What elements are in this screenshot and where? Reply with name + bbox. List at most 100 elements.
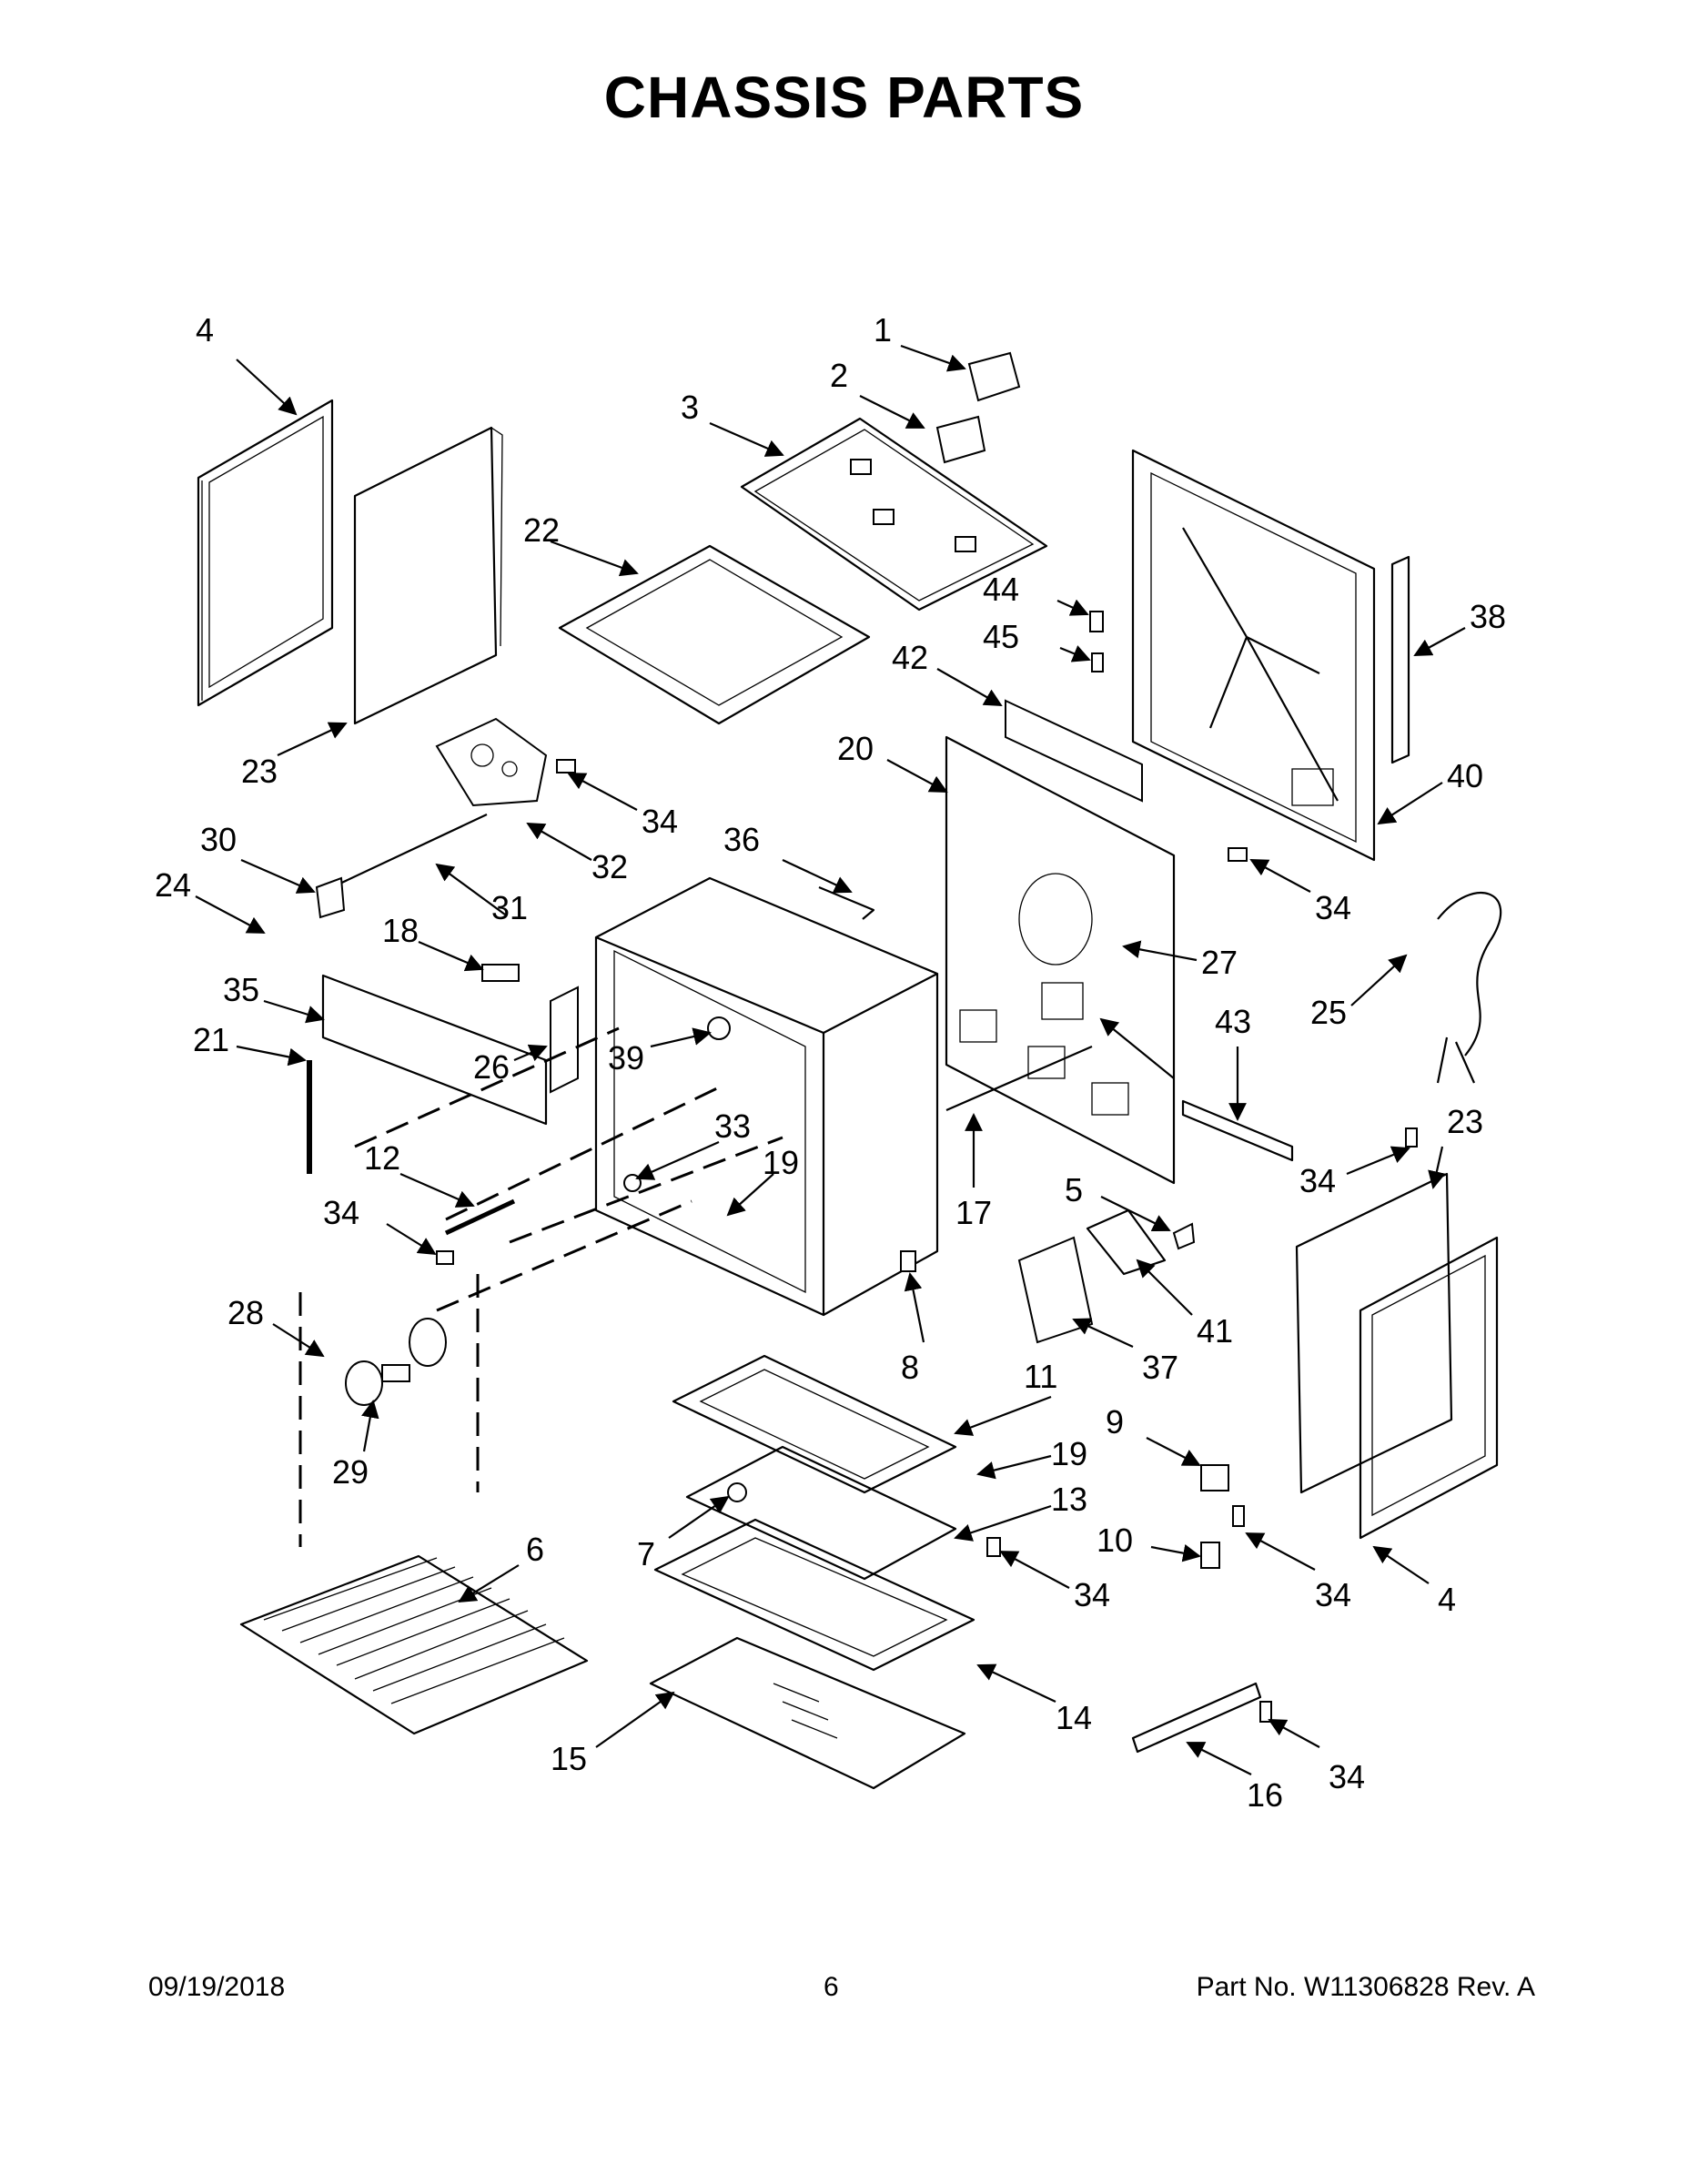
- part-back-panel: [1131, 449, 1376, 862]
- callout-44: 44: [983, 571, 1019, 608]
- footer-part-number: Part No. W11306828 Rev. A: [1196, 1972, 1535, 2002]
- part-clip-44: [1089, 611, 1104, 632]
- callout-29: 29: [332, 1453, 369, 1491]
- part-sensor-12: [444, 1198, 516, 1236]
- callout-14: 14: [1056, 1699, 1092, 1736]
- callout-11: 11: [1024, 1358, 1057, 1395]
- callout-36: 36: [723, 821, 760, 858]
- part-bracket-41: [1086, 1208, 1167, 1276]
- callout-31: 31: [491, 889, 528, 926]
- callout-4: 4: [1438, 1581, 1456, 1618]
- callout-8: 8: [901, 1349, 919, 1386]
- part-insulation-right: [1295, 1172, 1453, 1494]
- callout-15: 15: [551, 1740, 587, 1777]
- callout-34: 34: [1315, 889, 1351, 926]
- callout-2: 2: [830, 357, 848, 394]
- part-fitting-18: [481, 964, 520, 982]
- screw-icon-group: [436, 759, 1418, 1723]
- callout-5: 5: [1065, 1171, 1083, 1208]
- part-bracket-30: [315, 876, 346, 919]
- callout-23: 23: [1447, 1103, 1483, 1140]
- part-strip: [1390, 555, 1410, 764]
- callout-34: 34: [1299, 1162, 1336, 1199]
- callout-10: 10: [1097, 1522, 1133, 1559]
- callout-34: 34: [1315, 1576, 1351, 1613]
- callout-42: 42: [892, 639, 928, 676]
- part-drawer-liner: [653, 1518, 975, 1672]
- callout-18: 18: [382, 912, 419, 949]
- callout-16: 16: [1247, 1776, 1283, 1814]
- footer-page-number: 6: [824, 1972, 839, 2002]
- callout-34: 34: [642, 803, 678, 840]
- part-knob-28: [409, 1318, 447, 1367]
- callout-3: 3: [681, 389, 699, 426]
- callout-28: 28: [227, 1294, 264, 1331]
- callout-17: 17: [955, 1194, 992, 1231]
- part-valve-9: [1200, 1464, 1229, 1491]
- part-screw-8: [900, 1250, 916, 1272]
- callout-21: 21: [193, 1021, 229, 1058]
- callout-34: 34: [1329, 1758, 1365, 1795]
- assembly-dashed-lines: [298, 1026, 783, 1547]
- footer-date: 09/19/2018: [148, 1972, 286, 2002]
- callout-23: 23: [241, 753, 278, 790]
- callout-40: 40: [1447, 757, 1483, 794]
- callout-38: 38: [1470, 598, 1506, 635]
- part-bracket-1: [967, 351, 1021, 402]
- part-wire-36: [818, 885, 875, 920]
- part-rod-31: [331, 814, 488, 888]
- callout-33: 33: [714, 1107, 751, 1145]
- part-rail-43: [1181, 1099, 1294, 1162]
- part-bracket-42: [1005, 699, 1143, 803]
- leader-lines: [195, 344, 1466, 1775]
- callout-32: 32: [591, 848, 628, 885]
- part-slide-rail: [1131, 1682, 1262, 1754]
- part-oven-rack: [239, 1554, 589, 1735]
- callout-24: 24: [155, 866, 191, 904]
- callout-26: 26: [473, 1048, 510, 1086]
- callout-27: 27: [1201, 944, 1238, 981]
- part-spring-10: [1200, 1542, 1220, 1569]
- page-title: CHASSIS PARTS: [603, 65, 1085, 130]
- part-clip-5: [1172, 1222, 1196, 1250]
- callout-39: 39: [608, 1039, 644, 1077]
- callout-12: 12: [364, 1139, 400, 1177]
- part-drawer-bottom: [649, 1636, 966, 1790]
- part-insulation-left: [353, 426, 503, 725]
- callout-22: 22: [523, 511, 560, 549]
- part-panel-35: [321, 974, 548, 1126]
- callout-34: 34: [1074, 1576, 1110, 1613]
- callout-45: 45: [983, 618, 1019, 655]
- callout-37: 37: [1142, 1349, 1178, 1386]
- callout-35: 35: [223, 971, 259, 1008]
- part-pan-11: [672, 1354, 957, 1494]
- part-hinge-plate: [550, 986, 579, 1094]
- callout-19: 19: [1051, 1435, 1087, 1472]
- callout-41: 41: [1197, 1312, 1233, 1350]
- part-bracket-2: [935, 415, 986, 464]
- callout-43: 43: [1215, 1003, 1251, 1040]
- callout-30: 30: [200, 821, 237, 858]
- part-control-board: [1017, 1236, 1094, 1344]
- part-top-frame: [740, 417, 1048, 612]
- part-oven-cavity: [594, 876, 939, 1317]
- callout-20: 20: [837, 730, 874, 767]
- part-bracket-7: [727, 1482, 747, 1502]
- callout-labels: 1 2 3 4 22 44 45 38 42 40 23 20 34 34 32…: [155, 311, 1506, 1814]
- callout-9: 9: [1106, 1403, 1124, 1441]
- part-screw-45: [1091, 652, 1104, 672]
- callout-19: 19: [763, 1144, 799, 1181]
- part-side-panel-right: [1359, 1236, 1499, 1540]
- part-latch-assembly: [435, 717, 548, 807]
- callout-25: 25: [1310, 994, 1347, 1031]
- part-side-panel-left: [197, 399, 334, 707]
- part-top-tray: [558, 544, 871, 725]
- callout-7: 7: [637, 1535, 655, 1572]
- callout-13: 13: [1051, 1481, 1087, 1518]
- callout-1: 1: [874, 311, 892, 349]
- callout-4: 4: [196, 311, 214, 349]
- part-rear-frame: [945, 735, 1176, 1185]
- part-power-cord: [1436, 892, 1502, 1084]
- callout-34: 34: [323, 1194, 359, 1231]
